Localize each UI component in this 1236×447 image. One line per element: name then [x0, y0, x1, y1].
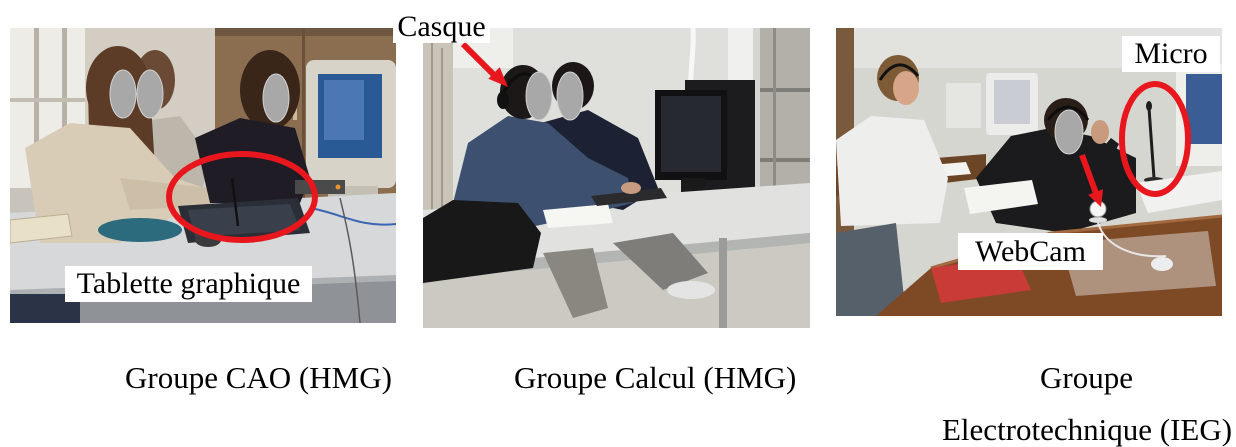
trousers [613, 233, 708, 290]
crt-monitor [306, 60, 396, 198]
cabinet-top-shadow [215, 28, 396, 36]
rack-shelf [760, 158, 810, 162]
rack-shelf [760, 88, 810, 92]
face-blur [525, 71, 553, 121]
face-blur [1054, 109, 1084, 155]
book [10, 213, 73, 244]
face-blur [109, 69, 137, 119]
face-blur [556, 71, 584, 121]
window-frame [62, 28, 67, 188]
chair [836, 223, 906, 316]
monitor-screen [1186, 74, 1222, 144]
wrist-pad [98, 218, 182, 242]
scene-calcul-classroom [423, 28, 810, 328]
student-face [893, 71, 919, 105]
desk-leg [719, 238, 727, 328]
student-left [836, 55, 948, 226]
gray-cable [339, 197, 361, 323]
caption-cao: Groupe CAO (HMG) [125, 360, 392, 395]
blue-cable [309, 207, 396, 226]
hub-light [335, 184, 341, 190]
webcam-label: WebCam [958, 233, 1103, 270]
headset-band [1046, 105, 1090, 121]
bag [423, 200, 541, 283]
face-blur [262, 73, 290, 123]
monitor-stand [681, 178, 705, 194]
desk-items [423, 182, 667, 283]
face-blurs [525, 71, 584, 121]
keyboard [591, 188, 667, 206]
sneaker [667, 281, 715, 299]
headset-label: Casque [393, 10, 490, 43]
trousers [543, 248, 608, 318]
caption-calcul: Groupe Calcul (HMG) [514, 360, 797, 395]
monitor-screen-window [324, 80, 364, 140]
floor [423, 243, 810, 328]
rack-post [773, 28, 776, 328]
cabinet-door-split [302, 28, 305, 198]
micro-label: Micro [1122, 36, 1220, 72]
student-dark-sweater [195, 118, 310, 203]
mouse [195, 233, 221, 247]
monitor-screen [661, 96, 721, 172]
webcam-cable [1097, 222, 1167, 258]
shelf-divider [441, 48, 443, 228]
caption-electrotechnique-line-1: Groupe [1040, 360, 1133, 395]
window-frame [34, 28, 39, 188]
headset-ear-cup [497, 91, 509, 109]
student-legs [543, 233, 715, 318]
pillar-shadow [753, 28, 760, 328]
student-white-sweater [836, 116, 948, 226]
hands [621, 182, 641, 194]
papers [964, 180, 1038, 214]
papers [543, 204, 613, 228]
microphone-head [1146, 101, 1152, 111]
face-blurs [109, 69, 290, 123]
monitor-screen [994, 80, 1030, 124]
headset-band [878, 63, 920, 81]
mouse [1151, 257, 1173, 271]
tablet-label: Tablette graphique [65, 266, 312, 302]
webcam-base [1089, 217, 1107, 223]
shelf-divider [431, 28, 433, 258]
webcam-ball [1089, 200, 1107, 218]
photo-calcul-group [423, 28, 810, 328]
window-frame [10, 98, 85, 102]
caption-electrotechnique-line-2: Electrotechnique (IEG) [942, 412, 1233, 447]
student-hand [1091, 120, 1109, 144]
crt-monitor [946, 83, 981, 128]
face-blur [136, 69, 164, 119]
